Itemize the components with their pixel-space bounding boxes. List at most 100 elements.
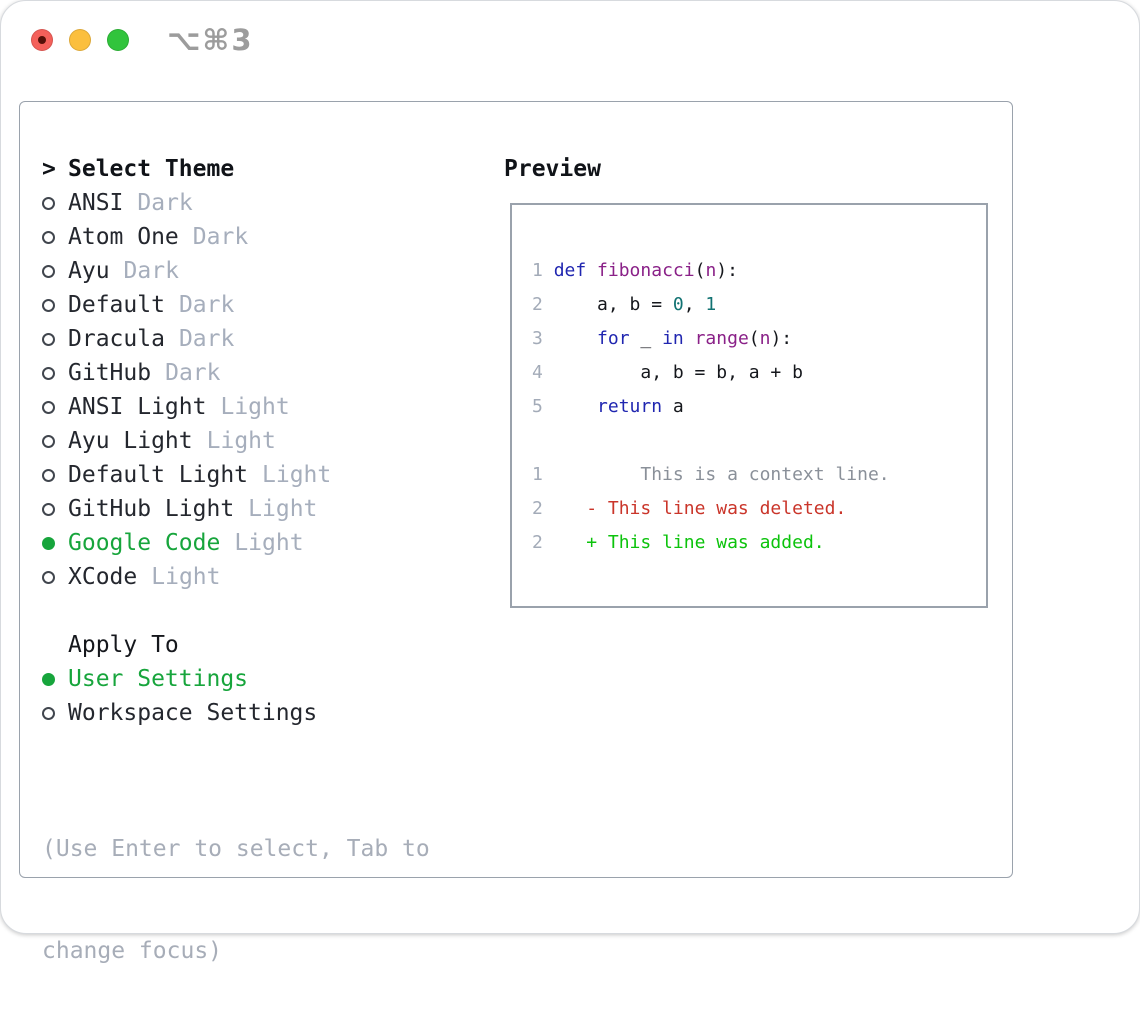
minimize-button[interactable]: [69, 29, 91, 51]
code-token: ):: [770, 328, 793, 349]
theme-list: ANSI Dark Atom One Dark Ayu Dark Default…: [42, 186, 482, 594]
maximize-button[interactable]: [107, 29, 129, 51]
option-tag: Light: [248, 496, 318, 522]
line-number: 5: [532, 396, 543, 417]
option-tag: Dark: [178, 326, 235, 352]
hint-line-2: change focus): [42, 938, 223, 964]
option-tag: Light: [151, 564, 221, 590]
theme-option-github-light[interactable]: GitHub Light Light: [42, 492, 482, 526]
code-token: a, b =: [542, 294, 673, 315]
radio-icon: [42, 400, 55, 414]
option-label: Default Light: [68, 462, 249, 488]
option-label: GitHub: [68, 360, 152, 386]
option-tag: Dark: [165, 360, 221, 386]
line-number: 1: [532, 260, 543, 281]
option-tag: Light: [220, 394, 290, 420]
code-token: [586, 260, 597, 281]
preview-line: 1 This is a context line.: [532, 458, 986, 492]
option-label: XCode: [68, 564, 138, 590]
code-token: def: [553, 260, 587, 281]
radio-icon: [42, 196, 55, 210]
preview-line: 1 def fibonacci(n):: [532, 254, 986, 288]
code-token: [543, 260, 554, 281]
theme-option-google-code[interactable]: Google Code Light: [42, 526, 482, 560]
option-label: User Settings: [68, 666, 249, 692]
theme-picker-panel: > Select Theme ANSI Dark Atom One Dark A…: [19, 101, 1013, 964]
radio-icon: [42, 332, 55, 346]
option-label: Workspace Settings: [68, 700, 318, 726]
code-token: [543, 328, 597, 349]
code-token: a: [662, 396, 684, 417]
code-token: ,: [683, 294, 706, 315]
code-token: return: [597, 396, 663, 417]
theme-option-github[interactable]: GitHub Dark: [42, 356, 482, 390]
code-token: range: [694, 328, 749, 349]
theme-option-default-light[interactable]: Default Light Light: [42, 458, 482, 492]
hint-line-1: (Use Enter to select, Tab to: [42, 836, 430, 862]
radio-icon: [42, 672, 55, 686]
apply-option-user-settings[interactable]: User Settings: [42, 662, 482, 696]
preview-line: 2 - This line was deleted.: [532, 492, 986, 526]
code-token: 0: [672, 294, 684, 315]
radio-icon: [42, 298, 55, 312]
option-label: Ayu Light: [68, 428, 193, 454]
option-label: ANSI: [68, 190, 124, 216]
selection-arrow-icon: >: [42, 156, 56, 182]
option-tag: Dark: [192, 224, 249, 250]
theme-sidebar: > Select Theme ANSI Dark Atom One Dark A…: [42, 152, 482, 1036]
preview-line: 2 + This line was added.: [532, 526, 986, 560]
line-number: 2: [532, 498, 543, 519]
theme-option-ayu-light[interactable]: Ayu Light Light: [42, 424, 482, 458]
option-tag: Light: [234, 530, 304, 556]
theme-option-ansi[interactable]: ANSI Dark: [42, 186, 482, 220]
radio-icon: [42, 536, 55, 550]
radio-icon: [42, 570, 55, 584]
theme-option-xcode[interactable]: XCode Light: [42, 560, 482, 594]
code-token: This is a context line.: [542, 464, 890, 485]
code-token: [543, 396, 597, 417]
theme-option-dracula[interactable]: Dracula Dark: [42, 322, 482, 356]
option-label: Atom One: [68, 224, 179, 250]
code-token: _: [629, 328, 663, 349]
titlebar: ⌥⌘3: [1, 1, 1139, 77]
code-token: (: [748, 328, 760, 349]
code-token: in: [662, 328, 684, 349]
code-token: n: [705, 260, 717, 281]
preview-line: 4 a, b = b, a + b: [532, 356, 986, 390]
theme-option-ayu[interactable]: Ayu Dark: [42, 254, 482, 288]
radio-icon: [42, 502, 55, 516]
apply-option-workspace-settings[interactable]: Workspace Settings: [42, 696, 482, 730]
code-token: (: [694, 260, 706, 281]
code-token: [684, 328, 695, 349]
preview-line: 2 a, b = 0, 1: [532, 288, 986, 322]
option-label: Default: [68, 292, 165, 318]
option-label: Google Code: [68, 530, 221, 556]
code-token: [543, 498, 586, 519]
code-token: - This line was deleted.: [586, 498, 847, 519]
radio-icon: [42, 230, 55, 244]
option-label: Ayu: [68, 258, 110, 284]
radio-icon: [42, 434, 55, 448]
code-token: 1: [705, 294, 717, 315]
code-token: n: [759, 328, 771, 349]
option-tag: Dark: [137, 190, 193, 216]
line-number: 3: [532, 328, 543, 349]
hint-text: (Use Enter to select, Tab to change focu…: [42, 764, 482, 1036]
theme-option-atom-one[interactable]: Atom One Dark: [42, 220, 482, 254]
theme-option-default[interactable]: Default Dark: [42, 288, 482, 322]
close-button[interactable]: [31, 29, 53, 51]
code-token: [543, 532, 586, 553]
option-tag: Light: [206, 428, 276, 454]
code-token: ):: [716, 260, 738, 281]
apply-to-header: Apply To: [68, 632, 179, 658]
app-window: ⌥⌘3 > Select Theme ANSI Dark Atom One Da…: [0, 0, 1140, 964]
preview-line: 3 for _ in range(n):: [532, 322, 986, 356]
option-tag: Dark: [178, 292, 235, 318]
code-token: a, b = b, a + b: [542, 362, 803, 383]
preview-line: 5 return a: [532, 390, 986, 424]
line-number: 2: [532, 294, 543, 315]
preview-title: Preview: [504, 156, 601, 182]
theme-option-ansi-light[interactable]: ANSI Light Light: [42, 390, 482, 424]
